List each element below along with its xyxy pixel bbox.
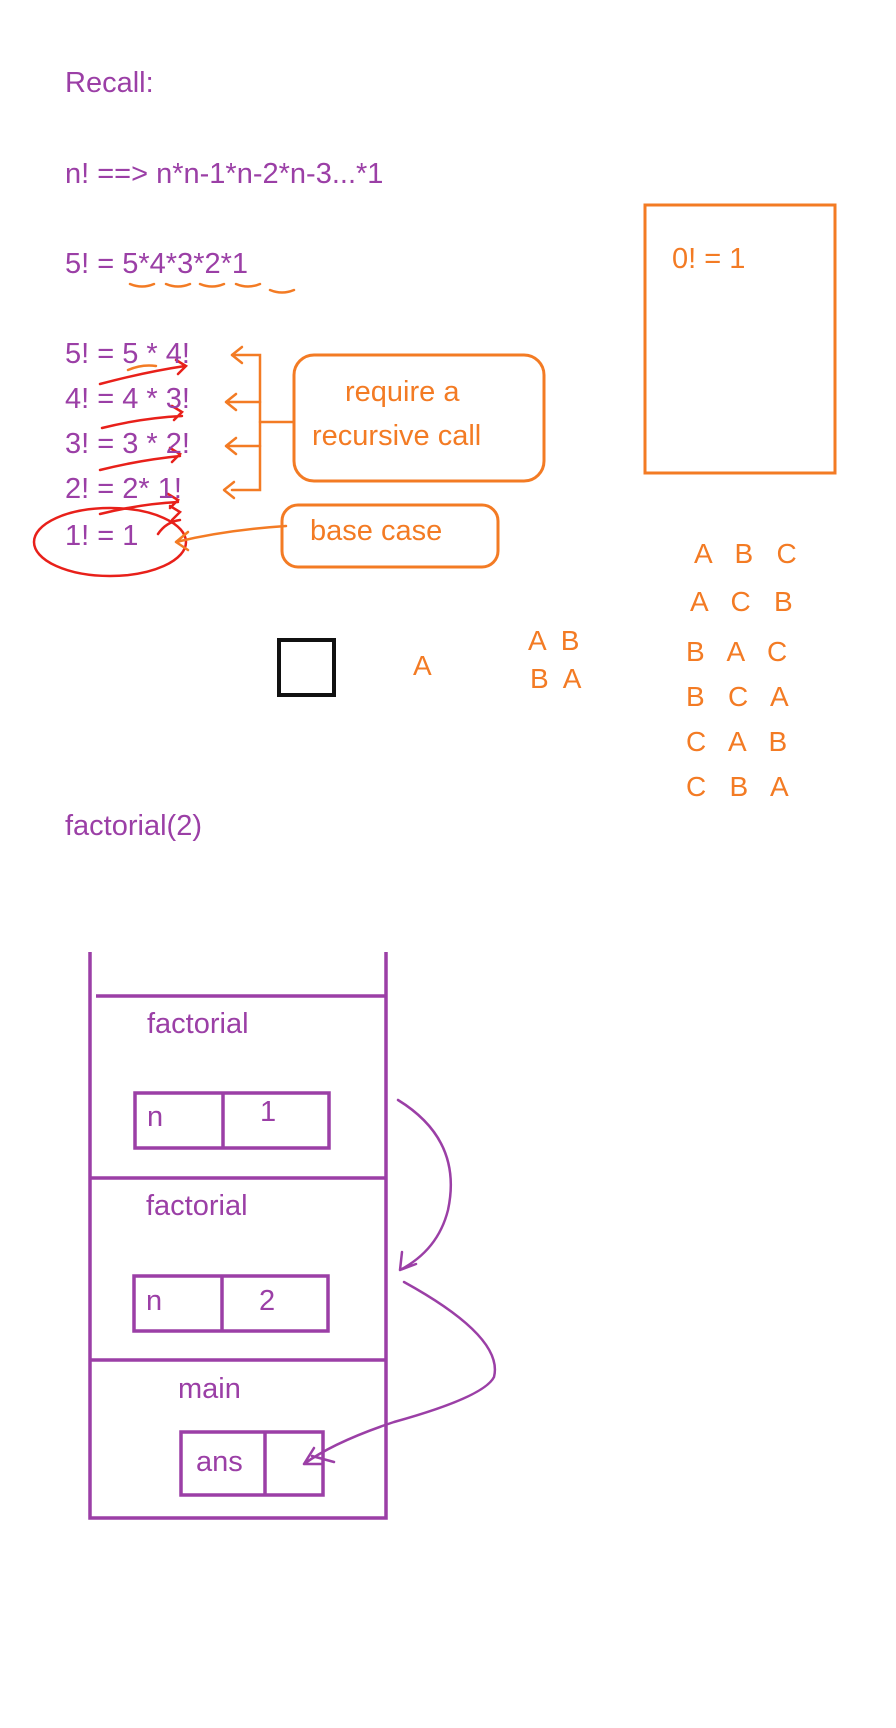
two-factorial-recursive: 2! = 2* 1! <box>65 473 182 505</box>
base-case-circle <box>32 506 188 578</box>
stack-frame-name: main <box>178 1373 241 1405</box>
orange-bracket-arrows <box>174 345 296 552</box>
permutation-pair: B A <box>530 663 582 694</box>
dashed-underline <box>128 282 296 294</box>
recursive-call-box <box>292 353 546 483</box>
five-factorial-recursive: 5! = 5 * 4! <box>65 338 190 370</box>
stack-var-value: 2 <box>259 1285 276 1317</box>
stack-frame-name: factorial <box>147 1008 249 1040</box>
permutation-triple: B C A <box>686 681 789 712</box>
permutation-triple: C B A <box>686 771 789 802</box>
permutation-triple: A B C <box>694 538 797 569</box>
call-stack-diagram <box>88 952 388 1520</box>
return-arrows <box>302 1098 497 1466</box>
stack-var-name: n <box>146 1285 163 1317</box>
permutation-single: A <box>413 650 432 681</box>
base-case-label: base case <box>310 515 443 547</box>
recursive-call-label-line2: recursive call <box>312 420 482 452</box>
stack-frame-name: factorial <box>146 1190 248 1222</box>
four-factorial-recursive: 4! = 4 * 3! <box>65 383 190 415</box>
stack-var-name: ans <box>196 1446 243 1478</box>
one-factorial-base: 1! = 1 <box>65 520 139 552</box>
base-case-box <box>280 503 500 569</box>
factorial-definition: n! ==> n*n-1*n-2*n-3...*1 <box>65 158 384 190</box>
five-factorial-expanded: 5! = 5*4*3*2*1 <box>65 248 249 280</box>
recursive-call-label-line1: require a <box>345 376 460 408</box>
zero-fact-box <box>643 203 837 475</box>
permutation-pair: A B <box>528 625 580 656</box>
stack-var-name: n <box>147 1101 164 1133</box>
factorial-call: factorial(2) <box>65 810 202 842</box>
red-recursion-arrows <box>98 358 189 536</box>
permutation-triple: B A C <box>686 636 788 667</box>
permutation-triple: A C B <box>690 586 793 617</box>
empty-square <box>277 638 336 697</box>
three-factorial-recursive: 3! = 3 * 2! <box>65 428 190 460</box>
zero-factorial: 0! = 1 <box>672 243 746 275</box>
stack-var-value: 1 <box>260 1096 277 1128</box>
recall-heading: Recall: <box>65 67 154 99</box>
permutation-triple: C A B <box>686 726 788 757</box>
underline-five <box>126 364 158 372</box>
